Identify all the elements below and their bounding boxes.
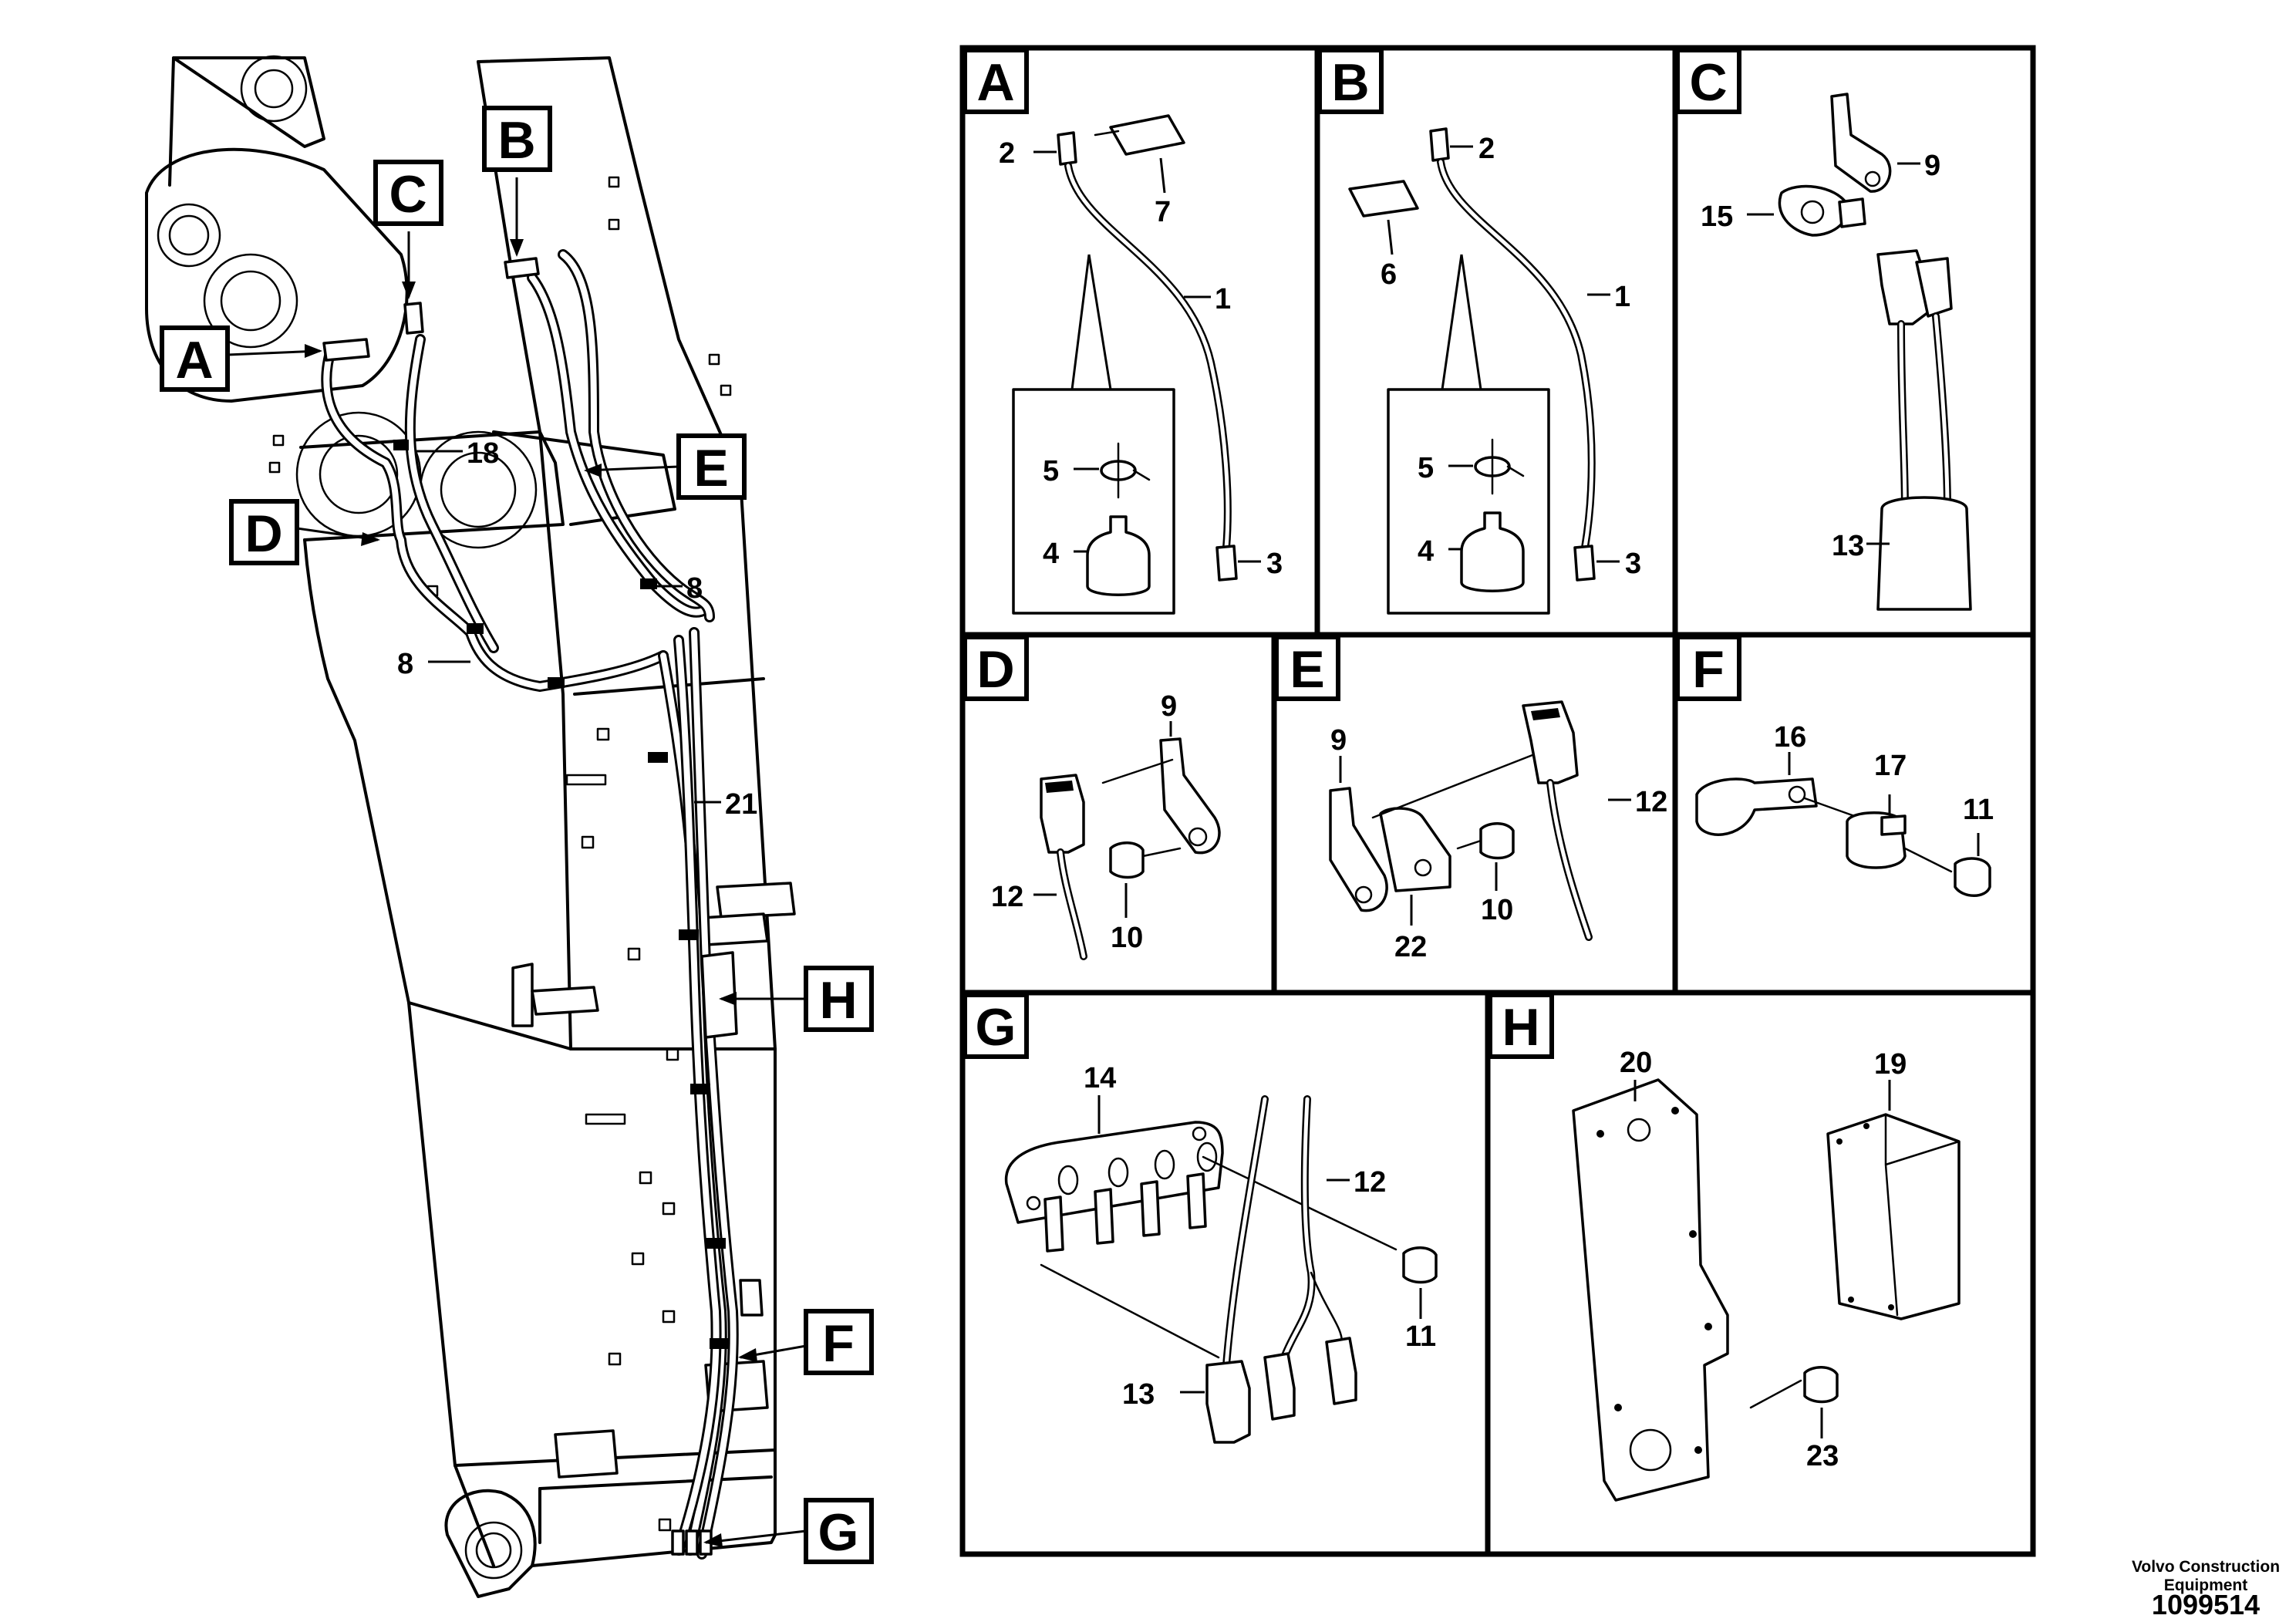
panel-A-pos-1: 1	[1215, 283, 1231, 315]
panel-E-pos-12: 12	[1635, 786, 1667, 818]
detail-panel-A: A 7 2 1 3 5 4	[963, 48, 1283, 615]
drawing-footer: Volvo Construction Equipment 1099514	[2132, 1558, 2280, 1620]
drawing-number: 1099514	[2152, 1589, 2260, 1620]
panel-B-pos-1: 1	[1614, 281, 1630, 313]
callout-A: A	[175, 331, 213, 389]
panel-C-title: C	[1689, 53, 1727, 112]
panel-H-pos-20: 20	[1620, 1047, 1652, 1079]
callout-H-box	[804, 966, 874, 1032]
panel-A-title: A	[976, 53, 1014, 112]
overview-callouts: A B C D E H F	[160, 106, 874, 1564]
callout-D: D	[244, 504, 282, 563]
panel-C-pos-13: 13	[1832, 530, 1864, 562]
panel-F-pos-16: 16	[1774, 721, 1806, 754]
overview-pos-18: 18	[467, 437, 499, 470]
overview-pos-8-lower: 8	[397, 648, 413, 680]
panel-A-pos-3: 3	[1266, 548, 1283, 580]
company-line-1: Volvo Construction	[2132, 1558, 2280, 1576]
harness-routing	[321, 249, 739, 1560]
callout-D-box	[229, 499, 299, 565]
panel-G-pos-13: 13	[1122, 1378, 1155, 1411]
detail-grid	[959, 45, 2036, 1557]
panel-G-pos-14: 14	[1084, 1062, 1116, 1094]
callout-E: E	[693, 439, 728, 497]
panel-F-pos-17: 17	[1874, 750, 1907, 782]
detail-panel-E: E 9 22 12 10	[1274, 635, 1667, 963]
callout-B-box	[482, 106, 552, 172]
detail-panel-H: H 20 19 23	[1488, 993, 1961, 1502]
panel-H-pos-23: 23	[1806, 1440, 1839, 1472]
overview-pos-8-upper: 8	[686, 572, 703, 605]
panel-F-pos-11: 11	[1963, 794, 1994, 826]
panel-A-pos-7: 7	[1155, 196, 1171, 228]
callout-F-box	[804, 1309, 874, 1375]
panel-D-pos-9: 9	[1161, 690, 1177, 723]
panel-B-pos-4: 4	[1418, 535, 1434, 568]
overview-pos-21: 21	[725, 788, 757, 821]
panel-E-pos-9: 9	[1330, 724, 1347, 757]
callout-C-box	[373, 160, 443, 226]
detail-panel-B: B 6 2 1 3 5 4	[1317, 48, 1641, 615]
panel-D-title: D	[976, 640, 1014, 699]
panel-C-pos-9: 9	[1924, 150, 1940, 182]
panel-B-pos-5: 5	[1418, 452, 1434, 484]
callout-E-box	[676, 433, 747, 500]
panel-G-pos-11: 11	[1405, 1320, 1436, 1353]
panel-A-pos-2: 2	[999, 137, 1015, 170]
panel-H-title: H	[1502, 998, 1539, 1057]
panel-E-title: E	[1290, 640, 1324, 699]
panel-G-title: G	[976, 998, 1017, 1057]
detail-panel-C: C 9 15 13	[1675, 48, 1972, 611]
callout-C: C	[389, 165, 426, 224]
detail-panel-F: F 16 17 11	[1675, 635, 1994, 897]
callout-A-box	[160, 325, 230, 392]
panel-B-pos-2: 2	[1478, 133, 1495, 165]
panel-E-pos-10: 10	[1481, 894, 1513, 926]
callout-G-box	[804, 1498, 874, 1564]
detail-panel-D: D 9 12 10	[963, 635, 1221, 960]
detail-panel-G: G 14 12 11 13	[963, 993, 1438, 1444]
panel-A-pos-5: 5	[1043, 455, 1059, 487]
panel-G-pos-12: 12	[1354, 1166, 1386, 1199]
callout-G: G	[818, 1503, 859, 1562]
panel-C-pos-15: 15	[1701, 201, 1733, 233]
callout-H: H	[819, 971, 857, 1030]
panel-B-title: B	[1331, 53, 1369, 112]
boom-structure	[145, 55, 796, 1598]
panel-F-title: F	[1692, 640, 1725, 699]
company-line-2: Equipment	[2164, 1576, 2248, 1594]
panel-E-pos-22: 22	[1394, 931, 1427, 963]
panel-D-pos-10: 10	[1111, 922, 1143, 954]
panel-B-pos-3: 3	[1625, 548, 1641, 580]
callout-B: B	[497, 111, 535, 170]
panel-A-pos-4: 4	[1043, 538, 1059, 570]
boom-overview: A B C D E H F	[145, 55, 874, 1598]
panel-B-pos-6: 6	[1381, 258, 1397, 291]
callout-F: F	[822, 1314, 855, 1373]
panel-D-pos-12: 12	[991, 881, 1023, 913]
panel-H-pos-19: 19	[1874, 1048, 1907, 1081]
